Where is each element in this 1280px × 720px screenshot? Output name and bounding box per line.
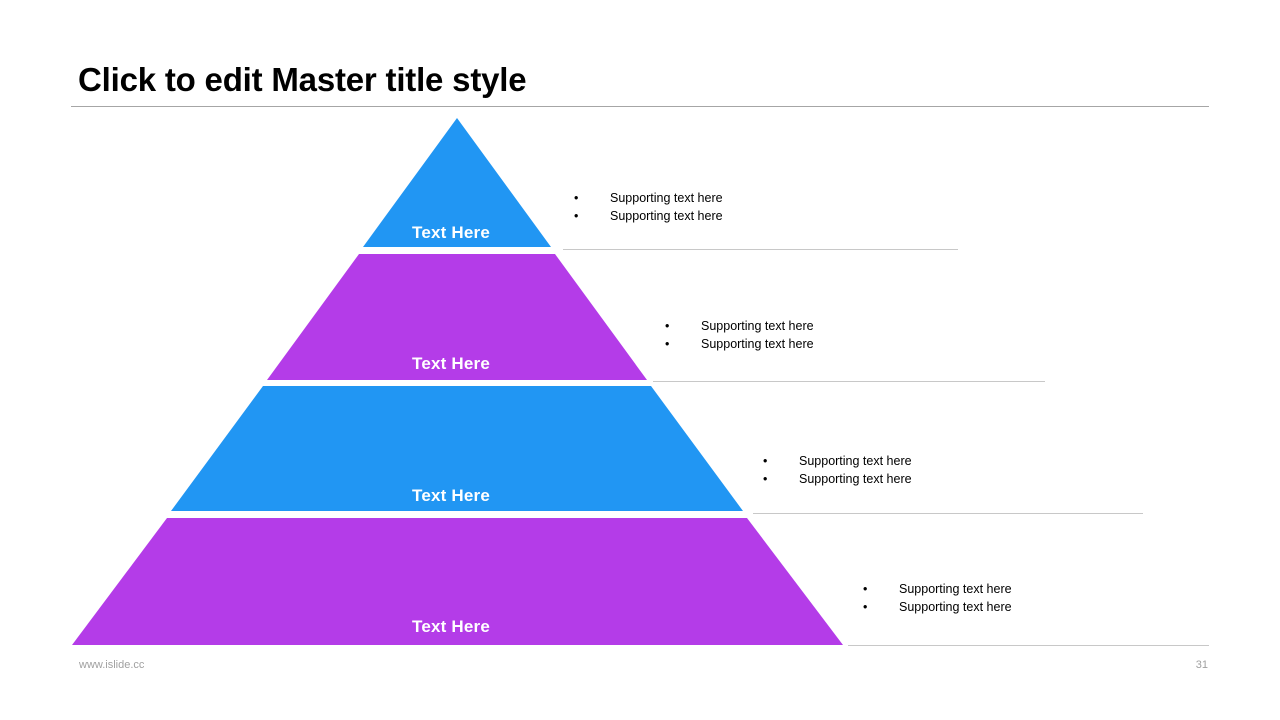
level-2-support-block: • Supporting text here • Supporting text… xyxy=(665,317,814,353)
list-item: • Supporting text here xyxy=(763,470,912,488)
bullet-icon: • xyxy=(763,472,768,486)
title-divider xyxy=(71,106,1209,107)
level-3-divider xyxy=(753,513,1143,514)
list-item: • Supporting text here xyxy=(863,598,1012,616)
level-1-support-block: • Supporting text here • Supporting text… xyxy=(574,189,723,225)
pyramid-band-1-label: Text Here xyxy=(412,223,491,242)
footer-page-number: 31 xyxy=(1195,659,1208,671)
list-item: • Supporting text here xyxy=(863,580,1012,598)
pyramid-band-4-label: Text Here xyxy=(412,617,491,636)
list-item-label: Supporting text here xyxy=(610,209,723,223)
level-3-support-block: • Supporting text here • Supporting text… xyxy=(763,452,912,488)
level-4-support-block: • Supporting text here • Supporting text… xyxy=(863,580,1012,616)
bullet-icon: • xyxy=(863,582,868,596)
list-item-label: Supporting text here xyxy=(899,582,1012,596)
list-item-label: Supporting text here xyxy=(899,600,1012,614)
list-item-label: Supporting text here xyxy=(799,472,912,486)
list-item: • Supporting text here xyxy=(574,189,723,207)
list-item-label: Supporting text here xyxy=(701,319,814,333)
list-item-label: Supporting text here xyxy=(610,191,723,205)
level-1-divider xyxy=(563,249,958,250)
page-title: Click to edit Master title style xyxy=(78,61,527,98)
bullet-icon: • xyxy=(574,191,579,205)
level-2-divider xyxy=(653,381,1045,382)
list-item: • Supporting text here xyxy=(665,317,814,335)
level-4-divider xyxy=(848,645,1209,646)
pyramid-band-3-label: Text Here xyxy=(412,486,491,505)
pyramid-band-2-label: Text Here xyxy=(412,354,491,373)
bullet-icon: • xyxy=(665,337,670,351)
list-item-label: Supporting text here xyxy=(799,454,912,468)
list-item: • Supporting text here xyxy=(763,452,912,470)
list-item: • Supporting text here xyxy=(665,335,814,353)
list-item-label: Supporting text here xyxy=(701,337,814,351)
bullet-icon: • xyxy=(763,454,768,468)
bullet-icon: • xyxy=(665,319,670,333)
list-item: • Supporting text here xyxy=(574,207,723,225)
bullet-icon: • xyxy=(574,209,579,223)
bullet-icon: • xyxy=(863,600,868,614)
footer-url[interactable]: www.islide.cc xyxy=(79,659,145,671)
